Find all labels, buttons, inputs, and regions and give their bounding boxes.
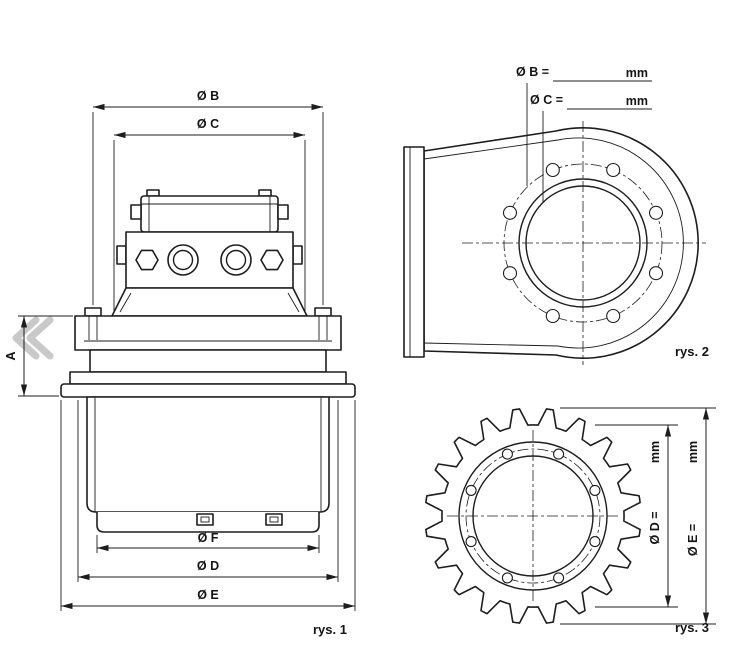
dim-e-extension-lines xyxy=(60,400,356,611)
flange-bolt-holes xyxy=(502,162,664,324)
bolt-circle-centerline xyxy=(503,163,663,323)
flange-neck xyxy=(89,349,327,373)
bolt-hole xyxy=(606,162,621,178)
dim-b-unit: mm xyxy=(626,66,648,80)
dim-e-label: Ø E xyxy=(197,588,219,602)
dim-b-label: Ø B = xyxy=(516,65,549,79)
bolt-hole xyxy=(606,308,621,324)
dim-a-label: A xyxy=(4,351,18,360)
bolt-hole xyxy=(589,536,601,548)
bolt-hole xyxy=(501,572,513,584)
sprocket-center-lines xyxy=(447,430,619,602)
dim-d-label: Ø D = xyxy=(648,512,662,545)
drain-plug-left-detail xyxy=(200,516,210,523)
hex-plug-right xyxy=(260,249,284,271)
block-tab-right xyxy=(292,245,303,265)
bolt-hole xyxy=(465,536,477,548)
dim-a-extension-lines xyxy=(18,315,73,397)
drain-plug-right-detail xyxy=(269,516,279,523)
figure2-housing-side-view: Ø B = mm Ø C = mm rys. 2 xyxy=(403,65,709,365)
sprocket-bolt-circle-centerline xyxy=(465,448,601,584)
block-tab-left xyxy=(116,245,127,265)
figure3-caption: rys. 3 xyxy=(675,620,709,635)
flange-bolt-lines xyxy=(84,316,332,342)
transition-detail-lines xyxy=(119,292,300,313)
dim-d-extension-lines xyxy=(77,400,339,582)
bolt-hole xyxy=(545,162,560,178)
dim-d-extension-lines xyxy=(595,424,678,608)
lower-flange-upper-plate xyxy=(69,371,347,385)
bolt-hole xyxy=(502,205,518,220)
bolt-hole xyxy=(648,266,664,281)
figure1-final-drive-front-view: Ø B Ø C A Ø F Ø D Ø E rys. 1 xyxy=(4,89,356,637)
bolt-hole xyxy=(545,308,560,324)
dim-e-unit: mm xyxy=(686,441,700,463)
housing-outline xyxy=(423,127,699,359)
hex-plug-left xyxy=(135,249,159,271)
dim-b-label: Ø B xyxy=(197,89,219,103)
dim-d-unit: mm xyxy=(648,441,662,463)
figure3-sprocket-view: mm Ø D = mm Ø E = rys. 3 xyxy=(425,407,716,635)
cap-side-lug-right xyxy=(277,204,289,220)
port-right-bore xyxy=(225,249,247,271)
bolt-hole xyxy=(465,484,477,496)
bore-inner-circle xyxy=(525,185,641,301)
drum-wall-lines xyxy=(94,397,322,512)
dim-c-label: Ø C xyxy=(197,117,219,131)
sprocket-bolt-holes xyxy=(465,448,601,584)
cap-detail-lines xyxy=(141,196,278,232)
bolt-lug-right xyxy=(314,307,332,317)
dim-e-label: Ø E = xyxy=(686,524,700,556)
bore-outer-circle xyxy=(518,178,648,308)
bolt-hole xyxy=(553,572,565,584)
dim-e-extension-lines xyxy=(560,407,716,625)
drain-plug-right xyxy=(265,513,283,526)
port-right xyxy=(220,244,252,276)
dim-d-label: Ø D xyxy=(197,559,219,573)
motor-top-cap xyxy=(140,195,279,233)
cap-top-lug-left xyxy=(146,189,160,197)
dim-f-label: Ø F xyxy=(198,531,219,545)
bolt-hole xyxy=(589,484,601,496)
port-left xyxy=(167,244,199,276)
upper-flange xyxy=(74,315,342,351)
dim-c-extension-lines xyxy=(113,140,306,311)
figure1-caption: rys. 1 xyxy=(313,622,347,637)
center-lines xyxy=(462,121,706,365)
bolt-lug-left xyxy=(84,307,102,317)
dim-b-extension-lines xyxy=(92,112,324,305)
bolt-hole xyxy=(648,205,664,220)
chevron-back-icon xyxy=(12,316,54,360)
bolt-hole xyxy=(501,448,513,460)
bolt-hole xyxy=(502,266,518,281)
figure2-caption: rys. 2 xyxy=(675,344,709,359)
drain-plug-left xyxy=(196,513,214,526)
port-left-bore xyxy=(172,249,194,271)
dim-c-unit: mm xyxy=(626,94,648,108)
cap-side-lug-left xyxy=(130,204,142,220)
cap-top-lug-right xyxy=(258,189,272,197)
drum-body xyxy=(86,396,330,513)
bolt-hole xyxy=(553,448,565,460)
dim-c-label: Ø C = xyxy=(530,93,563,107)
lower-flange-wide-plate xyxy=(60,383,356,398)
transition-skirt xyxy=(111,287,308,317)
mounting-flange xyxy=(403,146,425,358)
